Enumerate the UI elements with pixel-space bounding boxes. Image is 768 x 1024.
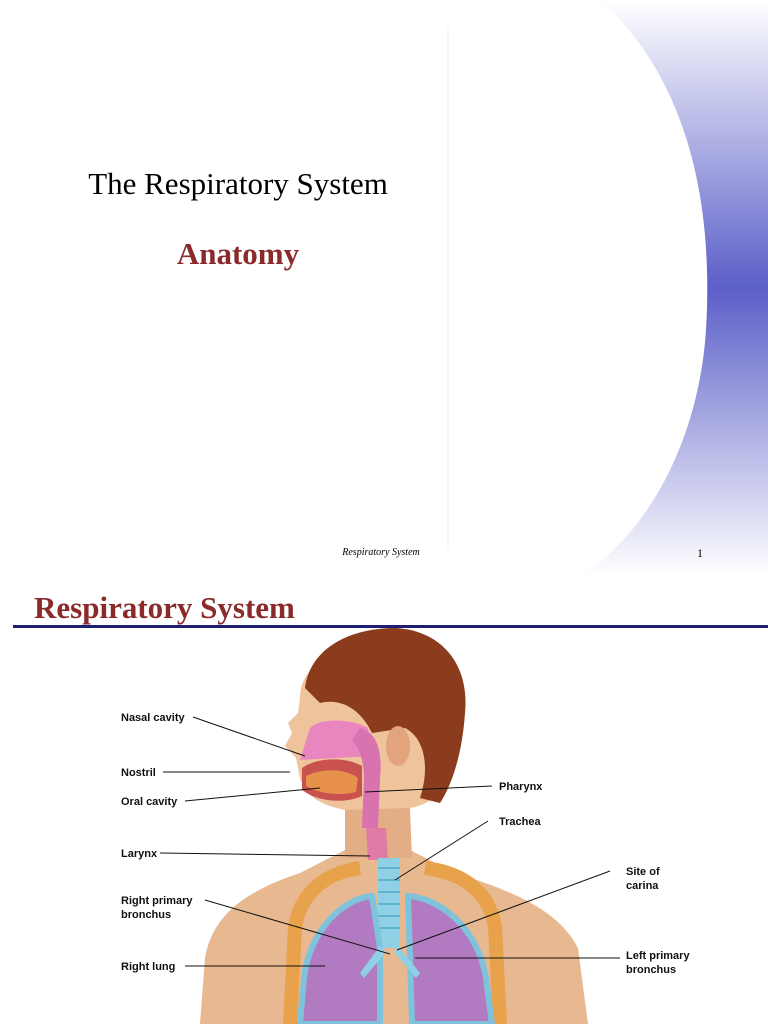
right-lung-shape xyxy=(296,892,383,1024)
respiratory-anatomy-illustration: Nasal cavity Nostril Oral cavity Larynx … xyxy=(121,628,690,1024)
slide-footer: Respiratory System xyxy=(342,547,420,558)
respiratory-diagram-slide: Respiratory System xyxy=(0,576,768,1024)
page-number: 1 xyxy=(697,546,703,560)
label-nasal-cavity: Nasal cavity xyxy=(121,712,185,724)
label-left-primary-bronchus-line2: bronchus xyxy=(626,964,676,976)
slide-background xyxy=(447,0,768,576)
label-right-primary-bronchus-line2: bronchus xyxy=(121,909,171,921)
leader-lines xyxy=(159,716,620,967)
label-pharynx: Pharynx xyxy=(499,781,543,793)
trachea-rings xyxy=(378,867,400,929)
label-site-of-carina-line2: carina xyxy=(626,880,659,892)
right-ribs xyxy=(283,861,362,1024)
pharynx-shape xyxy=(352,728,381,828)
left-bronchus-shape xyxy=(394,946,420,978)
label-right-lung: Right lung xyxy=(121,961,175,973)
ear xyxy=(386,726,410,766)
hair xyxy=(305,628,466,803)
white-curve xyxy=(560,0,708,576)
label-nostril: Nostril xyxy=(121,767,156,779)
larynx-shape xyxy=(366,828,388,860)
slide-title: The Respiratory System xyxy=(88,166,388,201)
right-bronchus-shape xyxy=(360,946,386,978)
nasal-cavity-shape xyxy=(300,720,372,760)
title-rule xyxy=(13,625,768,628)
slide-title: Respiratory System xyxy=(34,590,295,625)
label-larynx: Larynx xyxy=(121,848,158,860)
label-trachea: Trachea xyxy=(499,816,541,828)
slide-subtitle: Anatomy xyxy=(176,236,300,271)
left-lung-shape xyxy=(404,892,496,1024)
label-right-primary-bronchus-line1: Right primary xyxy=(121,895,193,907)
label-oral-cavity: Oral cavity xyxy=(121,796,178,808)
title-slide: The Respiratory System Anatomy Respirato… xyxy=(88,0,768,576)
label-left-primary-bronchus-line1: Left primary xyxy=(626,950,690,962)
left-ribs xyxy=(423,861,507,1024)
label-site-of-carina-line1: Site of xyxy=(626,866,660,878)
